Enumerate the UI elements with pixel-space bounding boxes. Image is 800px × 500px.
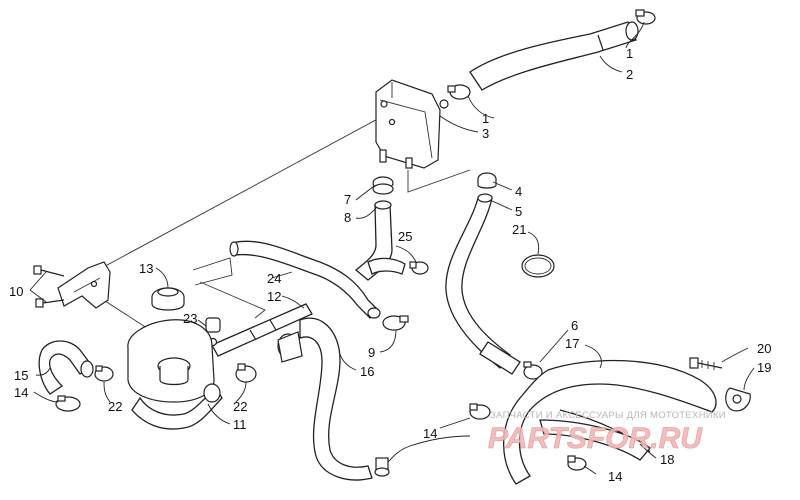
callout-labels: 1 2 1 3 4 5 21 6 17 7 8 25 9 24 12 13 10… [9,46,771,484]
upper-hose [469,21,639,91]
clamp-22-right [235,363,257,383]
clamp-14-right-upper [469,403,491,420]
callout-14-left: 14 [14,385,28,400]
callout-15: 15 [14,368,28,383]
coolant-tank [375,79,449,169]
callout-12: 12 [267,289,281,304]
callout-5: 5 [515,204,522,219]
reservoir-cap-13 [151,287,185,311]
callout-25: 25 [398,229,412,244]
callout-23: 23 [183,311,197,326]
callout-21: 21 [512,222,526,237]
clamp-9 [382,315,409,331]
callout-2: 2 [626,67,633,82]
watermark: ЗАПЧАСТИ И АКСЕССУАРЫ ДЛЯ МОТОТЕХНИКИ PA… [488,410,726,455]
cap-4 [477,172,497,189]
clamp-14-left [55,395,81,412]
callout-6: 6 [571,318,578,333]
callout-7: 7 [344,192,351,207]
watermark-tagline: ЗАПЧАСТИ И АКСЕССУАРЫ ДЛЯ МОТОТЕХНИКИ [490,410,726,421]
clamp-21 [521,254,555,278]
callout-13: 13 [139,261,153,276]
callout-3: 3 [482,126,489,141]
callout-1-tank: 1 [482,111,489,126]
clamp-14-bottom [374,457,390,477]
clamp-25 [409,261,429,275]
callout-24: 24 [267,271,281,286]
watermark-logo: PARTSFOR.RU [488,422,703,455]
callout-17: 17 [565,336,579,351]
callout-22-left: 22 [108,399,122,414]
callout-4: 4 [515,184,522,199]
overflow-bottle [127,319,215,403]
bolt-10-lower [35,298,65,308]
leader-lines [29,21,755,475]
bracket-10 [57,261,111,309]
callout-14-right: 14 [608,469,622,484]
bracket-19 [725,387,751,412]
hose-12 [211,303,313,357]
hose-17-18 [503,359,717,485]
clamp-6 [523,361,543,380]
hose-11 [131,383,223,430]
callout-1-top: 1 [626,46,633,61]
clamp-22-left [94,365,114,382]
hose-16 [277,317,373,481]
callout-22-right: 22 [233,399,247,414]
callout-9: 9 [368,345,375,360]
hose-clamp-reservoir [447,84,471,100]
callout-16: 16 [360,364,374,379]
clamp-14-right-lower [567,455,587,471]
callout-8: 8 [344,210,351,225]
bolt-10-upper [33,265,65,277]
hose-24 [229,240,406,319]
callout-14-center: 14 [423,426,437,441]
callout-20: 20 [757,341,771,356]
callout-10: 10 [9,284,23,299]
callout-11: 11 [233,417,247,432]
hose-clamp-top [635,9,656,25]
hose-15 [38,340,94,395]
callout-18: 18 [660,452,674,467]
bolt-20 [689,357,723,370]
hose-5 [445,193,521,375]
callout-19: 19 [757,360,771,375]
clamp-7 [372,176,394,195]
